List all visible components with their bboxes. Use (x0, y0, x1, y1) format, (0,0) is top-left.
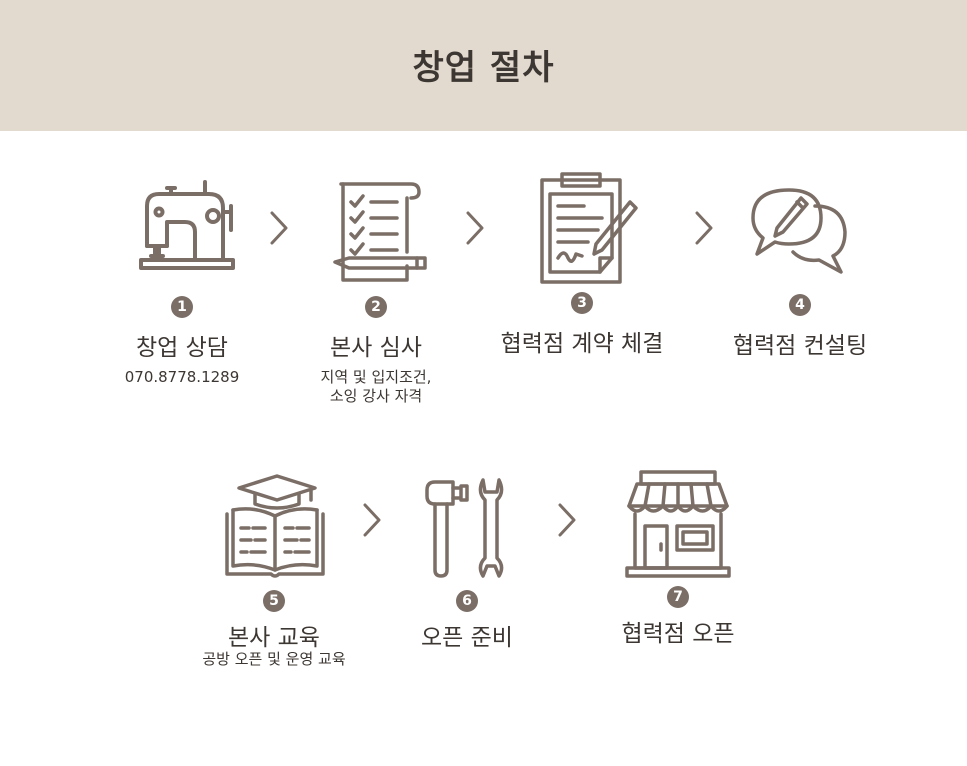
step-label: 협력점 계약 체결 (500, 331, 664, 357)
step-label: 본사 교육 (228, 625, 320, 651)
step-label: 협력점 오픈 (621, 621, 735, 647)
step-description: 공방 오픈 및 운영 교육 (202, 650, 346, 668)
page-title: 창업 절차 (412, 48, 555, 88)
step-5: 5 본사 교육 공방 오픈 및 운영 교육 (174, 470, 374, 669)
step-2: 2 본사 심사 지역 및 입지조건, 소잉 강사 자격 (296, 176, 456, 406)
hammer-wrench-icon (425, 478, 504, 578)
step-description-line-2: 소잉 강사 자격 (329, 387, 423, 405)
step-number-badge: 2 (365, 296, 387, 318)
step-label: 창업 상담 (136, 335, 228, 361)
checklist-icon (333, 182, 427, 282)
step-description-line-1: 지역 및 입지조건, (320, 368, 432, 386)
phone-number: 070.8778.1289 (124, 368, 240, 386)
step-number-badge: 4 (789, 294, 811, 316)
step-1: 1 창업 상담 070.8778.1289 (102, 176, 262, 387)
graduation-book-icon (225, 474, 325, 578)
step-number-badge: 6 (456, 590, 478, 612)
step-3: 3 협력점 계약 체결 (487, 172, 677, 358)
chevron-right-icon (558, 503, 576, 537)
step-number-badge: 1 (171, 296, 193, 318)
step-number-badge: 7 (667, 586, 689, 608)
contract-clipboard-icon (540, 172, 638, 284)
chevron-right-icon (466, 211, 484, 245)
chevron-right-icon (270, 211, 288, 245)
step-6: 6 오픈 준비 (392, 470, 542, 652)
header-banner: 창업 절차 (0, 0, 967, 131)
speech-bubbles-icon (751, 188, 847, 274)
chevron-right-icon (695, 211, 713, 245)
step-label: 본사 심사 (330, 335, 422, 361)
sewing-machine-icon (139, 180, 235, 270)
step-label: 협력점 컨설팅 (732, 333, 868, 359)
step-number-badge: 5 (263, 590, 285, 612)
storefront-icon (625, 470, 731, 578)
step-4: 4 협력점 컨설팅 (720, 184, 880, 360)
chevron-right-icon (363, 503, 381, 537)
step-7: 7 협력점 오픈 (598, 468, 758, 648)
step-number-badge: 3 (571, 292, 593, 314)
step-label: 오픈 준비 (421, 625, 513, 651)
